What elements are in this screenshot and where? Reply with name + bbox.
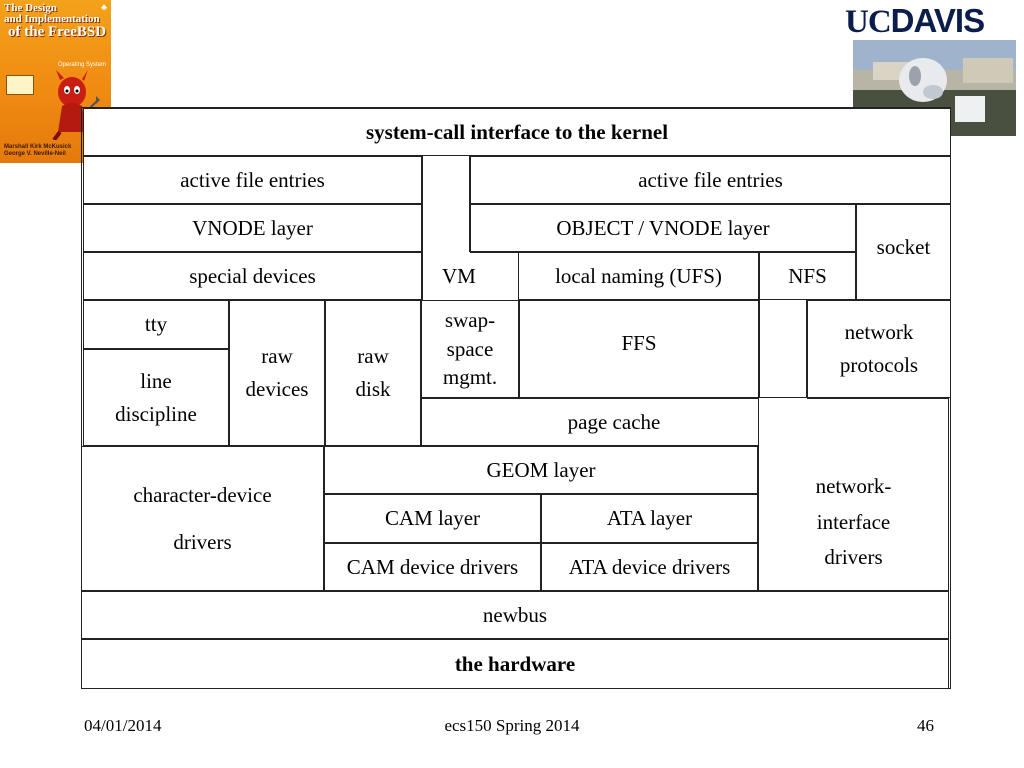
- newbus-box: newbus: [81, 591, 949, 639]
- system-call-interface-box: system-call interface to the kernel: [83, 108, 951, 156]
- ucdavis-logo-uc: UC: [845, 4, 892, 40]
- geom-layer-box: GEOM layer: [324, 446, 758, 494]
- tty-box: tty: [83, 300, 229, 349]
- socket-box: socket: [856, 204, 951, 300]
- local-naming-ufs-box: local naming (UFS): [518, 252, 759, 300]
- netif-top-border: [807, 398, 949, 399]
- network-interface-drivers-box: network- interface drivers: [758, 398, 949, 591]
- ucdavis-logo-davis: DAVIS: [890, 2, 985, 39]
- book-cover-image: The Design and Implementation of the Fre…: [0, 0, 111, 163]
- book-authors: Marshall Kirk McKusick George V. Neville…: [4, 144, 72, 157]
- raw-disk-box: raw disk: [325, 300, 421, 446]
- book-title-line1: The Design: [4, 2, 57, 14]
- vm-corridor-border: [470, 252, 518, 253]
- book-subtitle: Operating System: [58, 62, 107, 68]
- book-title-line3: of the FreeBSD: [8, 24, 107, 40]
- active-file-entries-left-box: active file entries: [83, 156, 422, 204]
- nfs-column-box: [759, 300, 807, 398]
- object-vnode-layer-box: OBJECT / VNODE layer: [470, 204, 856, 252]
- page-cache-box: page cache: [421, 398, 807, 446]
- active-file-entries-right-box: active file entries: [470, 156, 951, 204]
- cam-device-drivers-box: CAM device drivers: [324, 543, 541, 591]
- footer-course: ecs150 Spring 2014: [444, 716, 580, 735]
- ata-device-drivers-box: ATA device drivers: [541, 543, 758, 591]
- book-title: The Design and Implementation of the Fre…: [4, 3, 109, 40]
- network-protocols-box: network protocols: [807, 300, 951, 398]
- line-discipline-box: line discipline: [83, 349, 229, 446]
- special-devices-box: special devices: [83, 252, 422, 300]
- raw-devices-box: raw devices: [229, 300, 325, 446]
- book-title-line2: and Implementation: [4, 13, 100, 25]
- ucdavis-logo: UCDAVIS: [845, 2, 985, 40]
- swap-space-mgmt-box: swap- space mgmt.: [421, 300, 519, 398]
- book-badge: [6, 75, 34, 95]
- vm-corridor: VM: [423, 252, 518, 300]
- ata-layer-box: ATA layer: [541, 494, 758, 543]
- book-corner-mark: ♣: [101, 2, 107, 12]
- vnode-layer-box: VNODE layer: [83, 204, 422, 252]
- character-device-drivers-box: character-device drivers: [81, 446, 324, 591]
- vm-label: VM: [442, 263, 476, 288]
- footer-page-number: 46: [917, 716, 934, 735]
- cam-layer-box: CAM layer: [324, 494, 541, 543]
- hardware-box: the hardware: [81, 639, 949, 689]
- footer-date: 04/01/2014: [84, 716, 162, 735]
- nfs-box: NFS: [759, 252, 856, 300]
- ffs-box: FFS: [519, 300, 759, 398]
